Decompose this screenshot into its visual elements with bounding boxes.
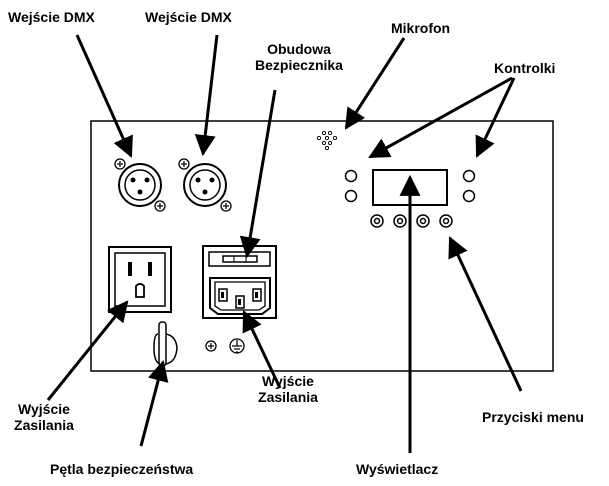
iec-inlet-icon xyxy=(202,245,277,319)
screw-icon xyxy=(178,158,190,170)
label-fuse-housing-line1: Obudowa xyxy=(267,41,331,57)
label-power-out-line1: Wyjście xyxy=(18,401,70,417)
label-safety-loop: Pętla bezpieczeństwa xyxy=(50,461,194,477)
ground-symbol-icon xyxy=(229,338,245,354)
label-microphone: Mikrofon xyxy=(391,20,451,36)
screw-icon xyxy=(205,340,217,352)
label-display: Wyświetlacz xyxy=(356,461,439,477)
microphone-holes-icon xyxy=(316,130,338,151)
label-power-in-line1: Wyjście xyxy=(262,373,314,389)
screw-icon xyxy=(114,158,126,170)
label-power-in: Wyjście Zasilania xyxy=(246,373,330,405)
label-power-out: Wyjście Zasilania xyxy=(4,401,84,433)
label-indicators: Kontrolki xyxy=(494,60,556,76)
menu-buttons xyxy=(370,214,453,228)
xlr-connector-left xyxy=(118,163,162,207)
label-fuse-housing: Obudowa Bezpiecznika xyxy=(247,41,351,73)
indicator-leds xyxy=(344,169,476,203)
label-menu-buttons: Przyciski menu xyxy=(482,409,584,425)
xlr-connector-right xyxy=(183,163,227,207)
callout-arrows xyxy=(46,34,523,453)
label-power-in-line2: Zasilania xyxy=(258,389,318,405)
label-power-out-line2: Zasilania xyxy=(14,417,74,433)
label-fuse-housing-line2: Bezpiecznika xyxy=(255,57,343,73)
label-dmx-in-right: Wejście DMX xyxy=(145,9,232,25)
label-dmx-in-left: Wejście DMX xyxy=(8,9,95,25)
screw-icon xyxy=(154,200,166,212)
nema-outlet-icon xyxy=(108,246,172,313)
screw-icon xyxy=(220,200,232,212)
